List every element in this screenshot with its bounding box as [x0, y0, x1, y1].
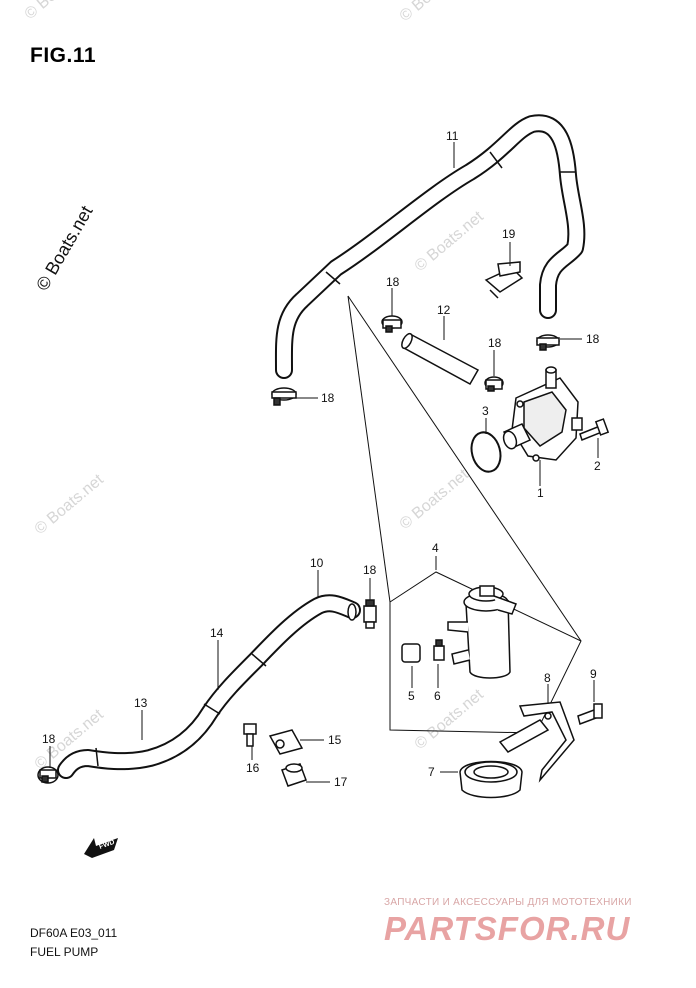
callout-label: 4	[432, 541, 439, 555]
bolt-2	[579, 418, 610, 441]
clip-19	[484, 261, 524, 299]
clamp-18	[271, 387, 297, 406]
callout-label: 18	[321, 391, 335, 405]
watermark: © Boats.net	[412, 686, 488, 753]
figure-title: FIG.11	[30, 44, 97, 67]
callout-label: 18	[363, 563, 377, 577]
pipe-12	[401, 332, 480, 386]
bolt-9	[577, 703, 603, 725]
callout-label: 18	[488, 336, 502, 350]
callout-label: 1	[537, 486, 544, 500]
leader-lines	[49, 142, 599, 783]
filter-box-4	[389, 571, 582, 734]
callout-label: 11	[446, 129, 459, 143]
clamp-6	[433, 639, 445, 661]
shop-tagline: ЗАПЧАСТИ И АКСЕССУАРЫ ДЛЯ МОТОТЕХНИКИ	[384, 897, 632, 908]
callout-label: 3	[482, 404, 489, 418]
callouts: 11 18 12 18 18 18 19 3 2 1 4 18 10 14 13…	[42, 129, 601, 789]
watermark: © Boats.net	[22, 0, 98, 23]
fuel-filter	[447, 585, 517, 679]
watermark: © Boats.net	[397, 0, 473, 25]
callout-label: 8	[544, 671, 551, 685]
callout-label: 12	[437, 303, 451, 317]
cap-5	[401, 643, 421, 663]
callout-label: 10	[310, 556, 324, 570]
callout-label: 9	[590, 667, 597, 681]
callout-label: 16	[246, 761, 260, 775]
callout-label: 6	[434, 689, 441, 703]
shop-logo: PARTSFOR.RU	[384, 910, 631, 947]
copyright-side: © Boats.net	[32, 202, 96, 294]
watermark: © Boats.net	[32, 471, 108, 538]
callout-label: 18	[42, 732, 56, 746]
exploded-lines	[347, 295, 582, 642]
callout-label: 17	[334, 775, 348, 789]
bracket-8	[498, 701, 575, 783]
fuel-pump-1	[502, 366, 583, 462]
clip-17	[281, 763, 307, 787]
callout-label: 15	[328, 733, 342, 747]
figure-name: FUEL PUMP	[30, 945, 99, 959]
callout-label: 7	[428, 765, 435, 779]
watermark: © Boats.net	[412, 208, 488, 275]
callout-label: 14	[210, 626, 224, 640]
watermark: © Boats.net	[397, 466, 473, 533]
holder-7	[459, 760, 523, 799]
o-ring-3	[470, 431, 502, 473]
clamp-18	[381, 315, 403, 333]
clamp-18	[363, 599, 377, 629]
callout-label: 18	[386, 275, 400, 289]
clamp-18	[536, 334, 560, 351]
clamp-18	[484, 376, 504, 392]
figure-code: DF60A E03_011	[30, 926, 118, 940]
hose-11	[274, 114, 586, 379]
callout-label: 2	[594, 459, 601, 473]
bracket-15	[268, 729, 304, 755]
callout-label: 19	[502, 227, 516, 241]
callout-label: 13	[134, 696, 148, 710]
forward-arrow-icon: FWD	[84, 838, 118, 858]
clamp-18	[37, 766, 59, 784]
callout-label: 5	[408, 689, 415, 703]
callout-label: 18	[586, 332, 600, 346]
bolt-16	[243, 723, 257, 747]
hose-lower	[57, 594, 361, 779]
